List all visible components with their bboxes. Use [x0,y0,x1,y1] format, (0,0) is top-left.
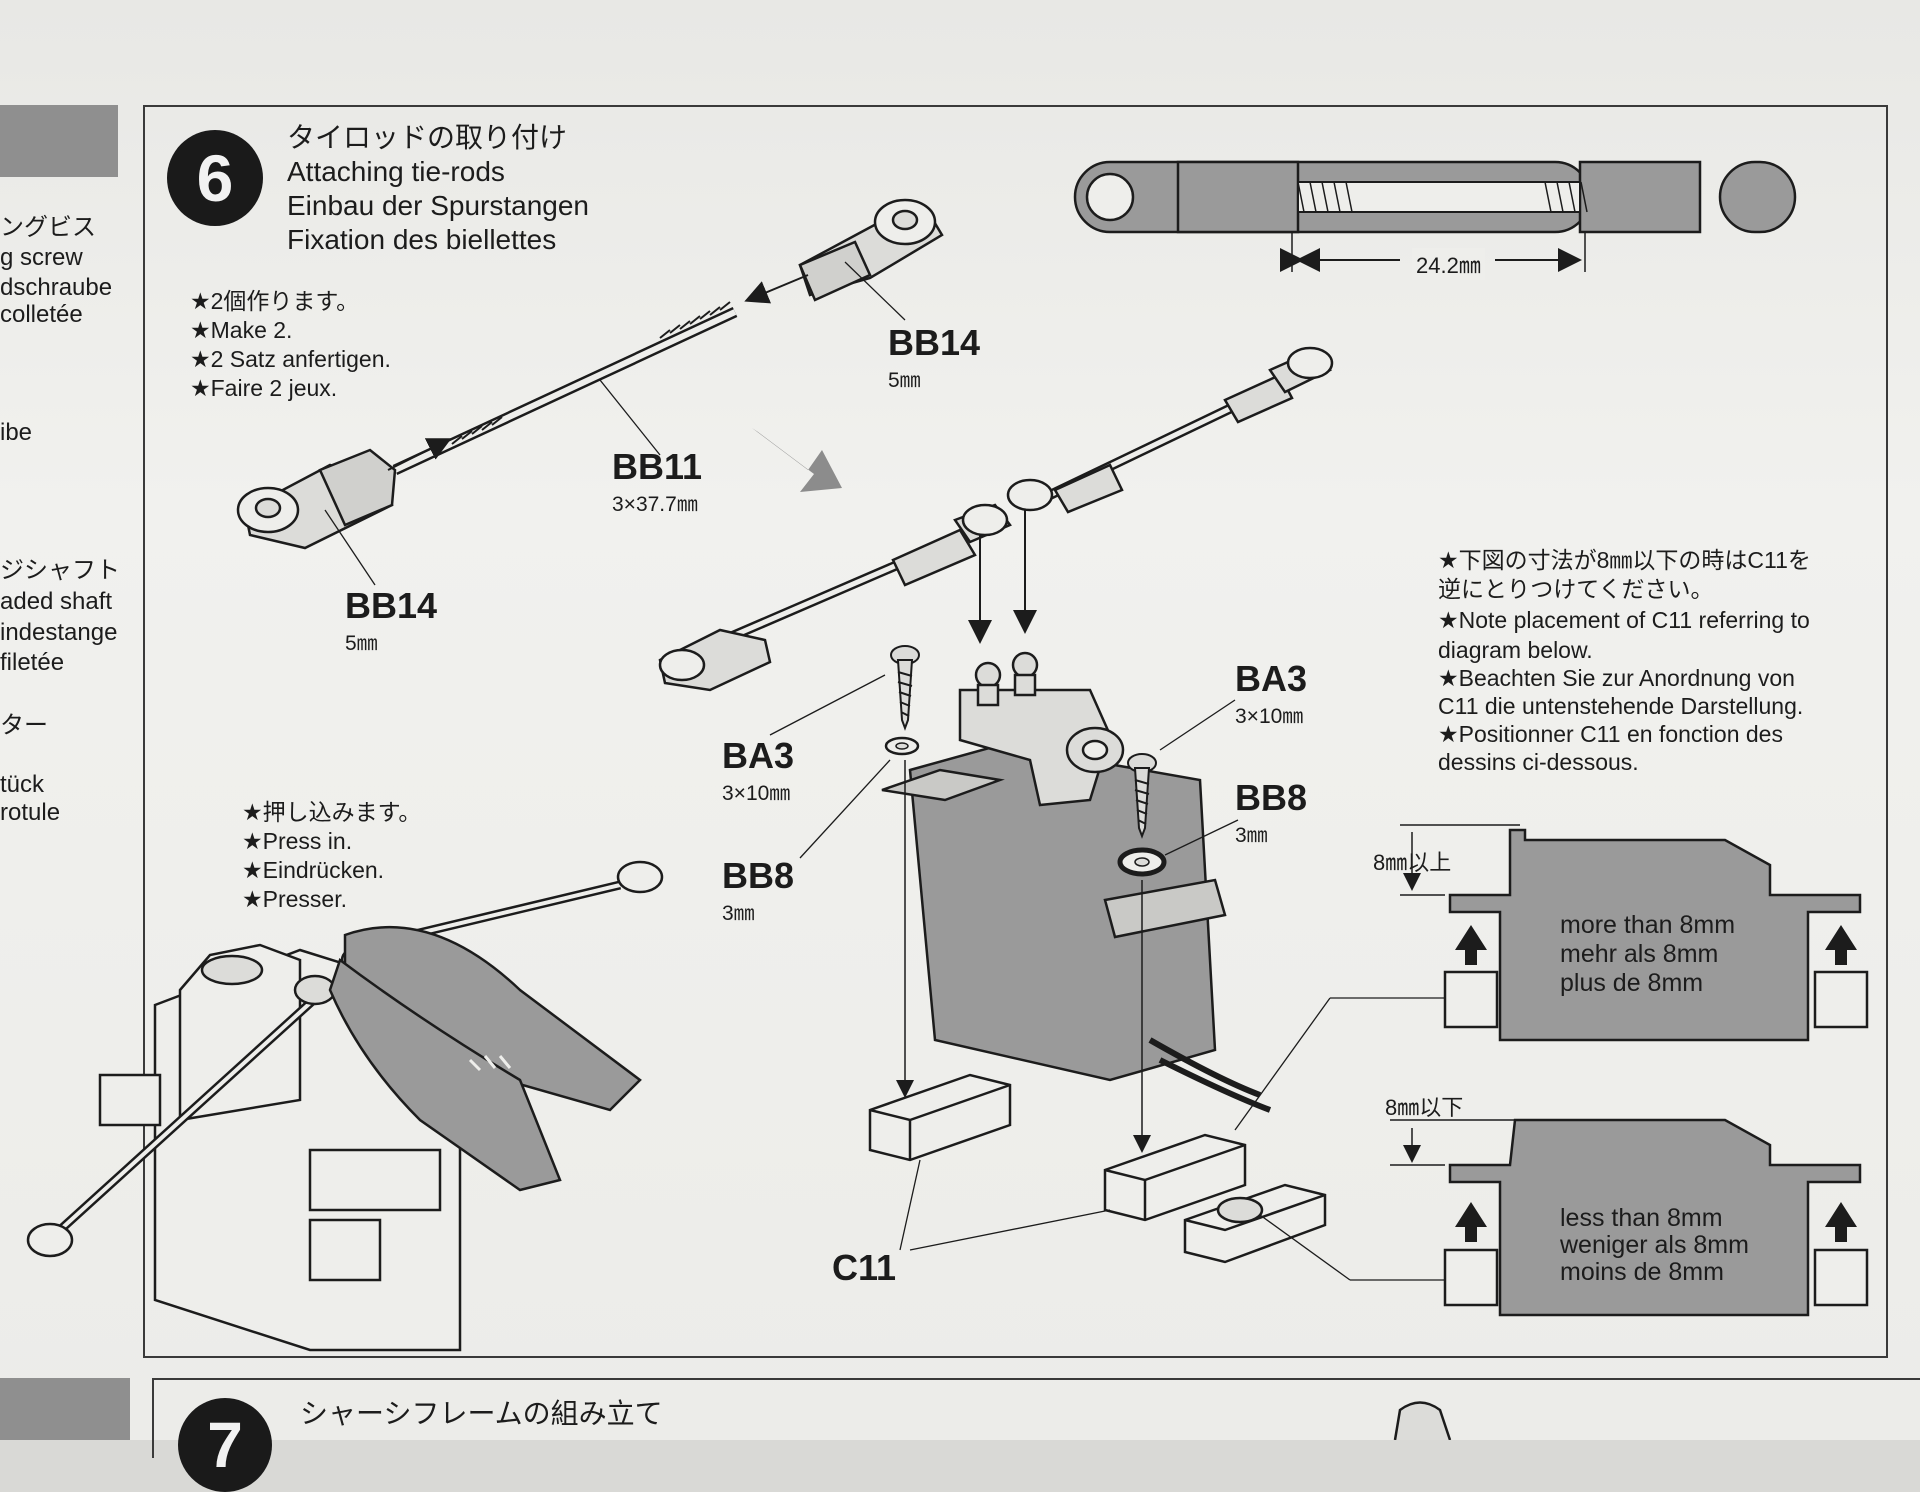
note-placement-3: ★Note placement of C11 referring to [1438,607,1810,633]
sidebar-fragment: ングビス [0,214,96,241]
sidebar-fragment: filetée [0,649,65,676]
part-bb14-bottom-size: 5㎜ [345,632,378,655]
diagram-upper-line-de: mehr als 8mm [1560,940,1719,968]
diagram-less-than-8mm [1390,1118,1869,1317]
part-bb14-bottom: BB14 [345,585,438,626]
next-step-number: 7 [207,1409,243,1481]
note-placement-4: diagram below. [1438,637,1593,663]
diagram-upper-label: 8㎜以上 [1373,850,1452,875]
diagram-upper-line-fr: plus de 8mm [1560,969,1704,997]
step-6-frame [143,105,1888,1358]
note-press-en: ★Press in. [242,828,353,854]
diagram-lower-line-en: less than 8mm [1560,1204,1723,1232]
ba3-screw-right [1127,753,1157,839]
step-title-fr: Fixation des biellettes [287,224,557,255]
servo-assembly [881,651,1272,1113]
step-title-de: Einbau der Spurstangen [287,190,589,221]
note-press-ja: ★押し込みます。 [242,799,422,825]
next-step-title-ja: シャーシフレームの組み立て [300,1398,663,1429]
step-title-en: Attaching tie-rods [287,156,505,187]
note-placement-6: C11 die untenstehende Darstellung. [1438,693,1804,719]
sidebar-fragment: colletée [0,301,83,328]
sidebar-fragment: rotule [0,799,61,826]
part-bb8-left: BB8 [722,855,795,896]
sidebar-fragment: aded shaft [0,588,113,615]
part-bb8-right-size: 3㎜ [1235,824,1268,847]
step-title-ja: タイロッドの取り付け [287,122,568,153]
diagram-lower-line-fr: moins de 8mm [1560,1258,1724,1286]
note-placement-5: ★Beachten Sie zur Anordnung von [1438,665,1795,691]
c11-spacer-blocks [868,1073,1327,1264]
note-placement-8: dessins ci-dessous. [1438,749,1639,775]
part-bb11-size: 3×37.7㎜ [612,493,698,516]
sidebar-fragment: dschraube [0,274,113,301]
insert-arrow [387,438,452,471]
note-press-fr: ★Presser. [242,886,347,912]
part-bb14-top-size: 5㎜ [888,369,921,392]
note-make2-de: ★2 Satz anfertigen. [190,346,391,372]
press-in-illustration [26,860,664,1352]
note-make2-en: ★Make 2. [190,317,293,343]
note-make2-fr: ★Faire 2 jeux. [190,375,338,401]
part-bb11: BB11 [612,446,703,487]
diagram-lower-line-de: weniger als 8mm [1560,1231,1749,1259]
sidebar-fragment: ター [0,712,48,739]
part-ba3-right-size: 3×10㎜ [1235,705,1304,728]
part-bb8-left-size: 3㎜ [722,902,755,925]
part-ba3-left-size: 3×10㎜ [722,782,791,805]
sidebar-fragment: g screw [0,244,83,271]
previous-step-tab [0,105,118,177]
note-placement-1: ★下図の寸法が8㎜以下の時はC11を [1438,547,1811,573]
step-number-badge: 6 [167,130,263,226]
insert-arrow [744,274,809,304]
part-ba3-right: BA3 [1235,658,1308,699]
part-c11: C11 [832,1247,897,1288]
note-make2-ja: ★2個作ります。 [190,288,360,314]
sidebar-fragment: ジシャフト [0,557,120,584]
assembled-tie-rods [658,346,1334,692]
dimension-label: 24.2㎜ [1412,248,1485,280]
part-bb8-right: BB8 [1235,777,1308,818]
exploded-tie-rod [236,198,944,550]
ba3-screw-left [890,645,920,731]
sidebar-fragment: indestange [0,619,118,646]
diagram-more-than-8mm [1400,824,1869,1042]
assembly-illustration [26,160,1869,1440]
note-placement-2: 逆にとりつけてください。 [1438,576,1714,602]
direction-arrow [752,428,842,492]
sidebar-fragment: tück [0,771,45,798]
part-ba3-left: BA3 [722,735,795,776]
next-section-tab [0,1378,130,1440]
part-bb14-top: BB14 [888,322,981,363]
step-number: 6 [196,141,234,215]
next-step-number-badge: 7 [178,1398,272,1492]
note-press-de: ★Eindrücken. [242,857,385,883]
note-placement-7: ★Positionner C11 en fonction des [1438,721,1783,747]
next-step-part-fragment [1393,1401,1452,1440]
sidebar-fragment: ibe [0,419,33,446]
step-7-frame [152,1378,1920,1458]
tie-rod-dimension-drawing [1073,160,1797,272]
diagram-upper-line-en: more than 8mm [1560,911,1736,939]
diagram-lower-label: 8㎜以下 [1385,1095,1464,1120]
